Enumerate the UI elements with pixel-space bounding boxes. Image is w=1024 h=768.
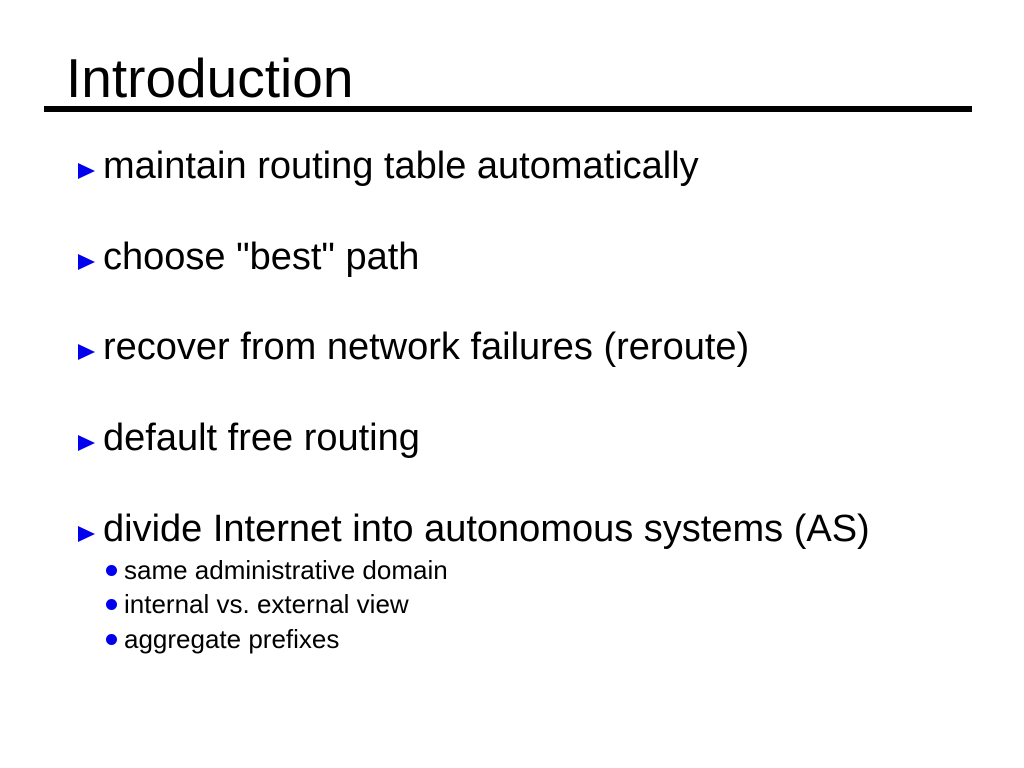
sub-bullet-label: internal vs. external view xyxy=(124,589,409,619)
triangle-bullet-icon xyxy=(78,254,95,270)
bullet-label: recover from network failures (reroute) xyxy=(103,326,750,368)
sub-bullet-label: same administrative domain xyxy=(124,555,448,585)
triangle-bullet-icon xyxy=(78,344,95,360)
triangle-bullet-icon xyxy=(78,435,95,451)
bullet-item: divide Internet into autonomous systems … xyxy=(78,506,870,552)
bullet-item: maintain routing table automatically xyxy=(78,143,699,189)
triangle-bullet-icon xyxy=(78,526,95,542)
bullet-label: default free routing xyxy=(103,417,420,459)
bullet-item: default free routing xyxy=(78,415,420,461)
page-title: Introduction xyxy=(66,47,354,109)
triangle-bullet-icon xyxy=(78,163,95,179)
bullet-label: divide Internet into autonomous systems … xyxy=(103,508,870,550)
dot-bullet-icon xyxy=(106,634,117,645)
dot-bullet-icon xyxy=(106,599,117,610)
sub-bullet-item: aggregate prefixes xyxy=(106,622,339,656)
title-underline xyxy=(44,106,972,112)
bullet-label: maintain routing table automatically xyxy=(103,145,699,187)
sub-bullet-item: internal vs. external view xyxy=(106,587,409,621)
sub-bullet-label: aggregate prefixes xyxy=(124,624,340,654)
sub-bullet-item: same administrative domain xyxy=(106,553,448,587)
bullet-label: choose "best" path xyxy=(103,236,420,278)
bullet-item: recover from network failures (reroute) xyxy=(78,324,749,370)
dot-bullet-icon xyxy=(106,565,117,576)
bullet-item: choose "best" path xyxy=(78,234,419,280)
